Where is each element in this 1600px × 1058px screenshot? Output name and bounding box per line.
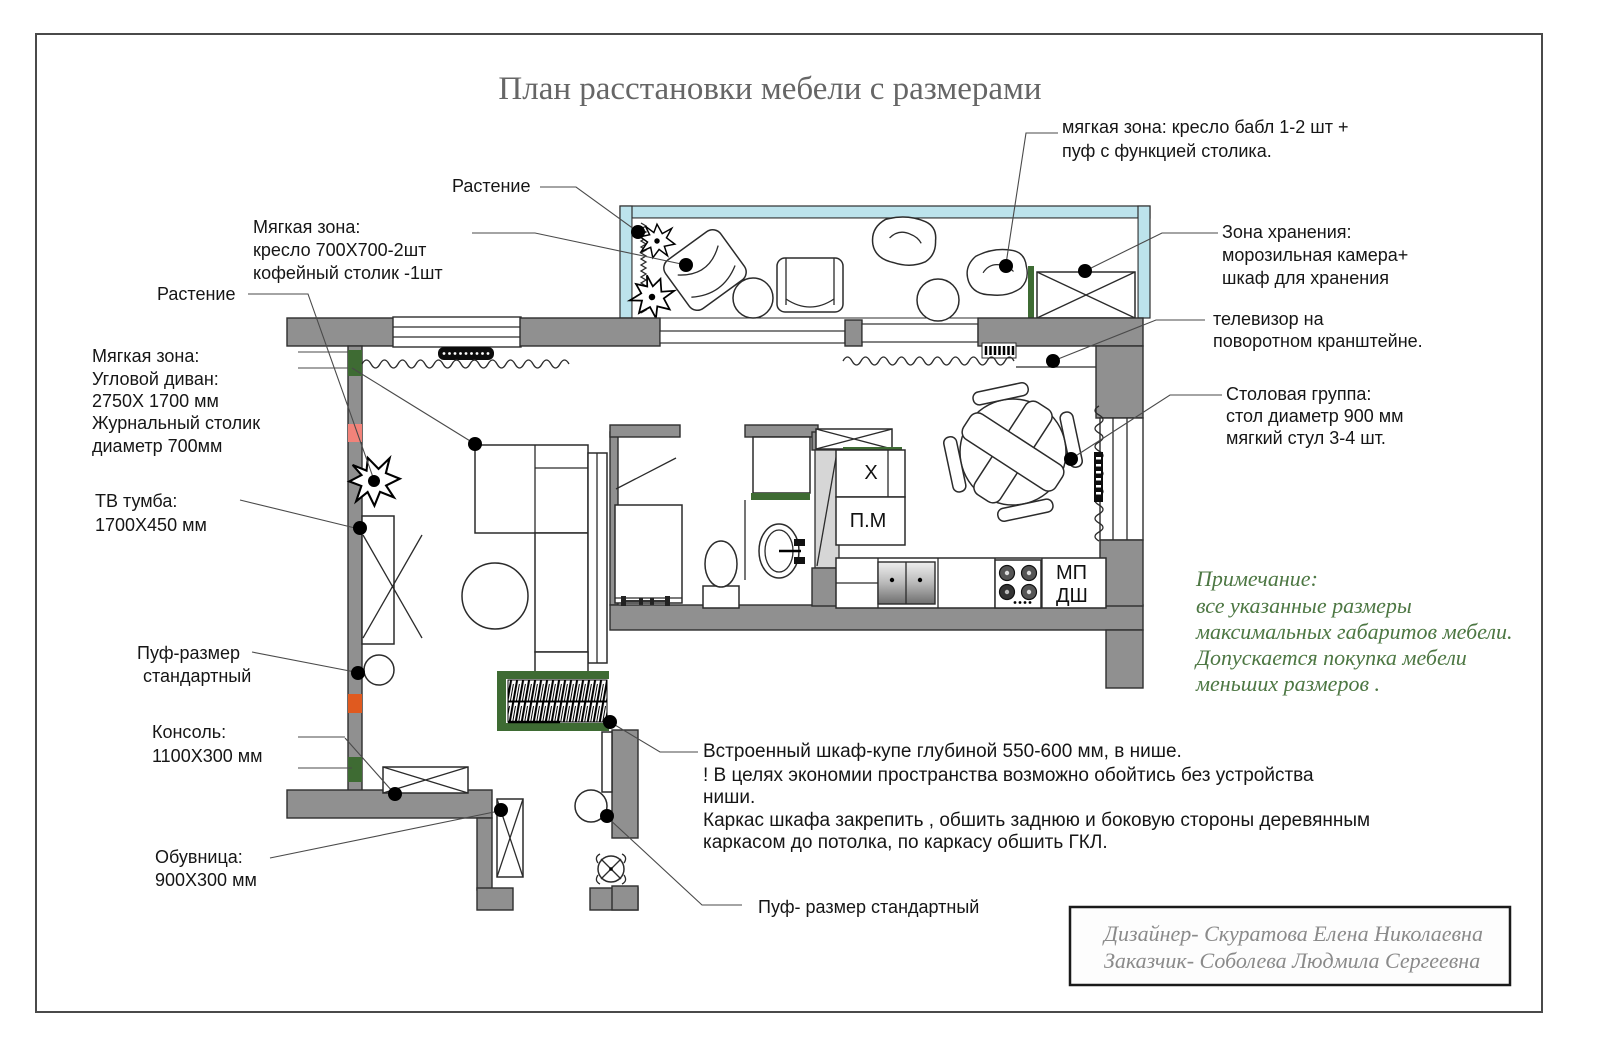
balcony-door-leaf [659, 330, 846, 344]
plan-label-x: X [864, 462, 877, 484]
note-line: все указанные размеры [1196, 593, 1412, 618]
label-soft-zone-sofa: Угловой диван: [92, 369, 219, 389]
label-soft-zone-chairs: кресло 700X700-2шт [253, 240, 426, 260]
side-table-icon [916, 278, 960, 322]
shower-icon [614, 504, 683, 604]
soundbar-icon [438, 347, 494, 360]
label-bubble-zone: мягкая зона: кресло бабл 1-2 шт + [1062, 117, 1348, 137]
window [392, 316, 522, 348]
credits-line: Заказчик- Соболева Людмила Сергеевна [1104, 948, 1480, 973]
storage-box-icon [1036, 271, 1136, 319]
armchair-icon [776, 257, 844, 313]
label-pouf-left: стандартный [143, 666, 251, 686]
label-soft-zone-chairs: кофейный столик -1шт [253, 263, 443, 283]
built-in-wardrobe [497, 671, 609, 731]
stove-icon [994, 559, 1042, 609]
page-border [35, 33, 1543, 1013]
balcony-frame-right [1137, 205, 1151, 319]
note-line: Примечание: [1195, 566, 1318, 591]
label-wardrobe-note: ниши. [703, 787, 755, 808]
bathroom [614, 436, 811, 609]
note-block: Примечание: все указанные размеры максим… [1194, 566, 1512, 696]
label-wardrobe-note: каркасом до потолка, по каркасу обшить Г… [703, 832, 1108, 853]
label-shoe-cabinet: 900X300 мм [155, 870, 257, 890]
corner-sofa [474, 444, 608, 673]
label-tv-bracket: телевизор на [1213, 309, 1325, 329]
plan-label-mp: МП [1056, 562, 1087, 584]
green-strip [1028, 266, 1034, 318]
note-line: Допускается покупка мебели [1194, 645, 1467, 670]
bubble-chair-icon [871, 216, 937, 266]
washing-machine-icon [751, 436, 811, 500]
label-storage-zone: шкаф для хранения [1222, 268, 1389, 288]
label-wardrobe-note: Каркас шкафа закрепить , обшить заднюю и… [703, 810, 1370, 831]
label-wardrobe-note: ! В целях экономии пространства возможно… [703, 765, 1314, 786]
label-plant-left: Растение [157, 284, 235, 304]
sink-unit-icon [877, 561, 936, 605]
label-bubble-zone: пуф с функцией столика. [1062, 141, 1272, 161]
kitchen: X П.М МП ДШ [815, 381, 1107, 609]
label-tv-stand: ТВ тумба: [95, 491, 177, 511]
bubble-chair-icon [966, 248, 1028, 296]
window [1099, 417, 1144, 541]
label-dining-group: мягкий стул 3-4 шт. [1226, 428, 1386, 448]
label-console: 1100X300 мм [152, 746, 263, 766]
wall-tv-icon [1094, 452, 1103, 502]
side-table-icon [732, 277, 774, 319]
pouf-icon [363, 654, 395, 686]
wardrobe-door [601, 731, 613, 793]
label-storage-zone: морозильная камера+ [1222, 245, 1408, 265]
label-dining-group: Столовая группа: [1226, 384, 1371, 404]
label-pouf-bottom: Пуф- размер стандартный [758, 897, 979, 917]
wall-marker-green [348, 757, 362, 782]
label-soft-zone-sofa: 2750X 1700 мм [92, 391, 219, 411]
washbasin-icon [758, 523, 805, 579]
balcony-door-leaf [861, 323, 979, 343]
leader-dots [351, 225, 1092, 823]
entry-hall [382, 766, 627, 885]
credits-box: Дизайнер- Скуратова Елена Николаевна Зак… [1068, 905, 1512, 987]
label-pouf-left: Пуф-размер [137, 643, 240, 663]
kitchen-cabinet-column [835, 449, 906, 546]
note-line: меньших размеров . [1195, 671, 1380, 696]
dining-table-group [942, 381, 1084, 523]
credits-line: Дизайнер- Скуратова Елена Николаевна [1102, 921, 1483, 946]
armchair-icon [663, 228, 747, 312]
curtain-wave-line [842, 356, 1015, 366]
dumbbells-icon [621, 596, 670, 606]
label-wardrobe-note: Встроенный шкаф-купе глубиной 550-600 мм… [703, 741, 1182, 762]
ceiling-fan-icon [595, 853, 627, 885]
wall-marker-orange [348, 694, 362, 713]
balcony-frame-top [619, 205, 1151, 219]
coffee-table-icon [461, 562, 529, 630]
tv-stand-icon [361, 515, 423, 645]
leader-lines [239, 132, 1222, 906]
toilet-icon [702, 540, 740, 609]
annotations: Растение Мягкая зона: кресло 700X700-2шт… [92, 117, 1512, 987]
label-soft-zone-sofa: Журнальный столик [92, 413, 260, 433]
door-swing-line [615, 457, 677, 490]
label-shoe-cabinet: Обувница: [155, 847, 243, 867]
living-room [343, 347, 1015, 793]
label-plant-top: Растение [452, 176, 530, 196]
plan-label-dsh: ДШ [1056, 585, 1088, 607]
vent-comb-teeth [984, 346, 1015, 355]
label-storage-zone: Зона хранения: [1222, 222, 1352, 242]
balcony [619, 205, 1151, 325]
radiator-wave-line [361, 359, 570, 369]
label-tv-bracket: поворотном кранштейне. [1213, 331, 1423, 351]
label-tv-stand: 1700X450 мм [95, 515, 207, 535]
label-soft-zone-chairs: Мягкая зона: [253, 217, 360, 237]
plan-label-pm: П.М [850, 510, 887, 532]
label-dining-group: стол диаметр 900 мм [1226, 406, 1404, 426]
wall-marker-green [348, 350, 362, 376]
label-console: Консоль: [152, 722, 226, 742]
label-soft-zone-sofa: диаметр 700мм [92, 436, 222, 456]
pouf-icon [574, 789, 608, 823]
label-soft-zone-sofa: Мягкая зона: [92, 346, 199, 366]
note-line: максимальных габаритов мебели. [1195, 619, 1512, 644]
page-title: План расстановки мебели с размерами [498, 71, 1041, 107]
